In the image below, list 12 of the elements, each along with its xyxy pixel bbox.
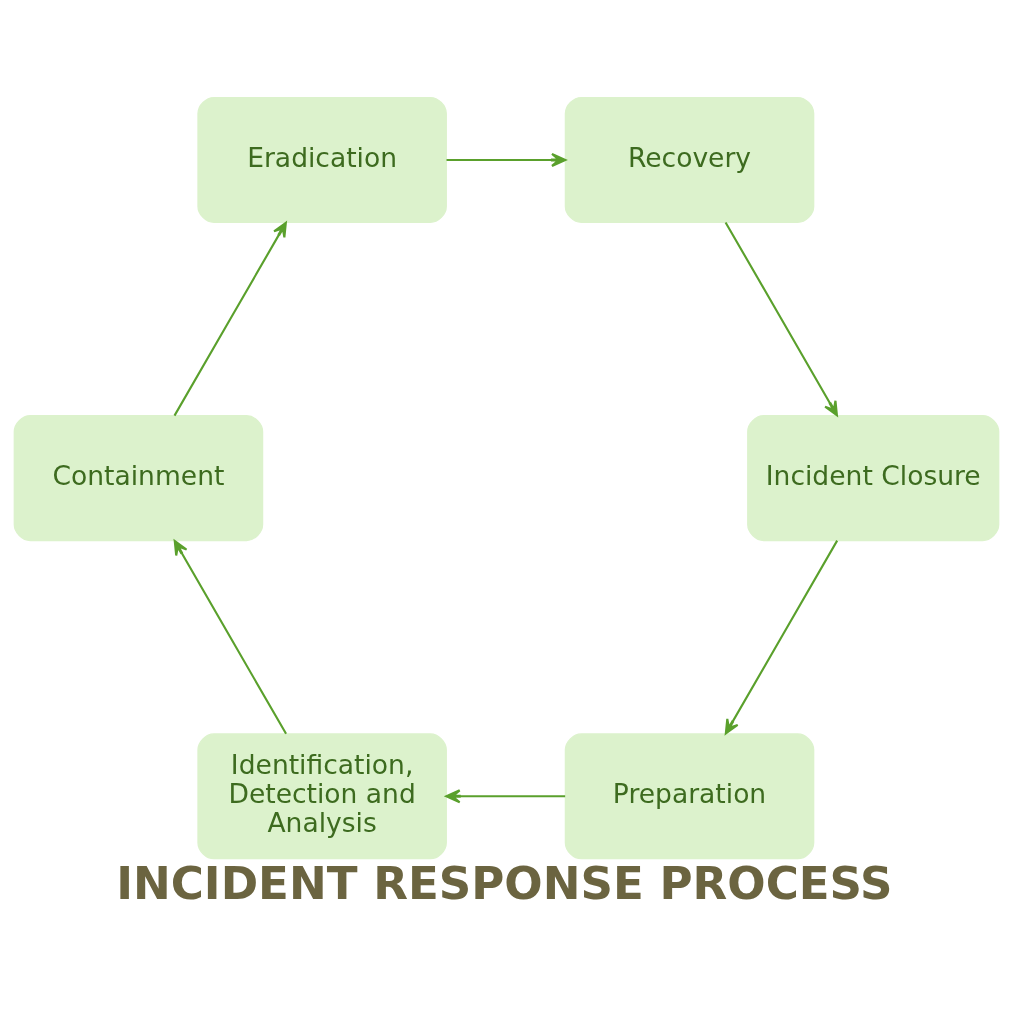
node-box: Preparation: [564, 733, 814, 860]
node-box: Identification, Detection and Analysis: [196, 733, 447, 860]
node-box: Recovery: [564, 96, 814, 223]
arrow: [173, 539, 287, 735]
arrow: [173, 221, 287, 417]
arrow: [724, 221, 838, 417]
node-box: Incident Closure: [746, 415, 999, 542]
node-box: Containment: [13, 415, 263, 542]
arrow: [444, 789, 565, 804]
arrow: [724, 540, 838, 735]
arrow: [446, 152, 566, 167]
node-box: Eradication: [196, 96, 447, 223]
